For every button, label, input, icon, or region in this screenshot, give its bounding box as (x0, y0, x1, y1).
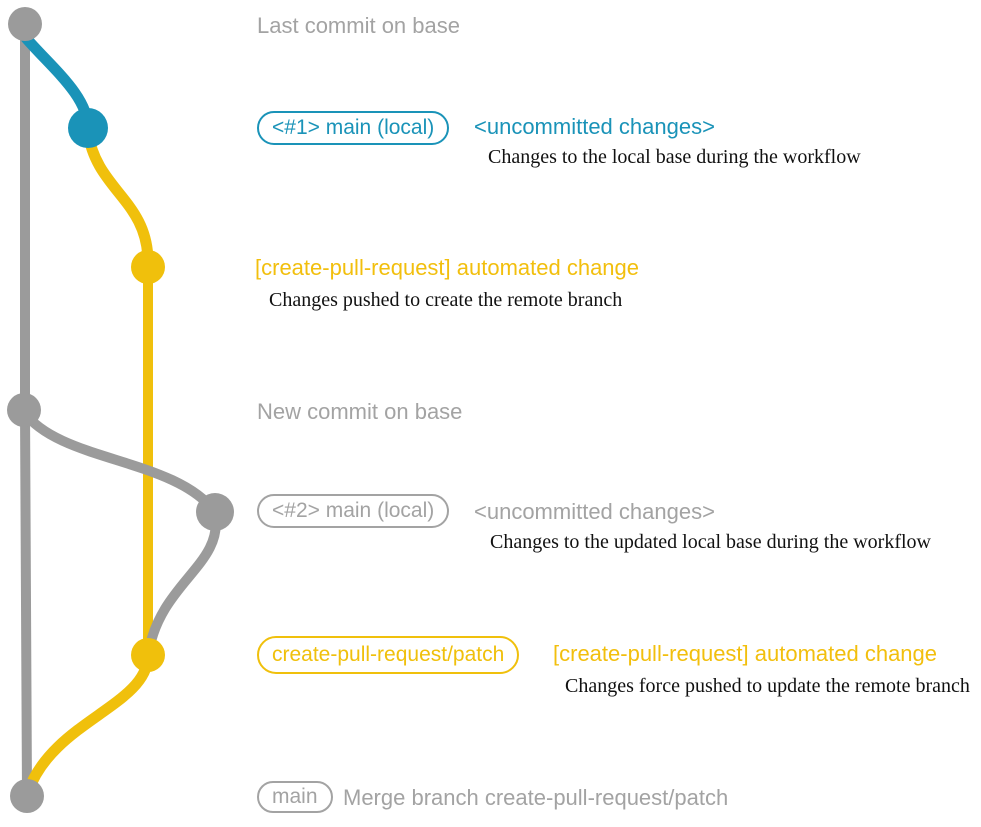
caption-local-base: Changes to the local base during the wor… (488, 146, 861, 168)
caption-updated-local-base: Changes to the updated local base during… (490, 531, 931, 553)
edge-main2-to-patch2 (144, 509, 221, 655)
badge-patch-branch: create-pull-request/patch (257, 636, 520, 674)
header-new-commit: New commit on base (257, 399, 463, 424)
uncommitted-changes-2: <uncommitted changes> (474, 499, 715, 524)
commit-node-patch-commit-1 (131, 250, 165, 284)
commit-node-merge-commit (10, 779, 44, 813)
caption-force-pushed: Changes force pushed to update the remot… (565, 675, 970, 697)
badge-main-local-2: <#2> main (local) (257, 494, 450, 528)
badge-main: main (257, 781, 333, 813)
commit-node-patch-commit-2 (131, 638, 165, 672)
commit-graph (7, 7, 234, 813)
edge-patch2-to-merge (22, 651, 154, 798)
uncommitted-changes-1: <uncommitted changes> (474, 114, 715, 139)
title-automated-change-1: [create-pull-request] automated change (255, 255, 640, 280)
header-last-commit: Last commit on base (257, 13, 460, 38)
merge-message: Merge branch create-pull-request/patch (343, 785, 729, 810)
commit-node-new-commit-on-base (7, 393, 41, 427)
edge-main1-to-patch1 (82, 126, 154, 268)
commit-node-main-local-2 (196, 493, 234, 531)
commit-node-main-local-1 (68, 108, 108, 148)
caption-pushed-create: Changes pushed to create the remote bran… (269, 289, 623, 311)
title-automated-change-2: [create-pull-request] automated change (553, 641, 938, 666)
edge-base-to-main2 (19, 407, 220, 517)
badge-main-local-1: <#1> main (local) (257, 111, 450, 145)
commit-node-last-commit-on-base (8, 7, 42, 41)
